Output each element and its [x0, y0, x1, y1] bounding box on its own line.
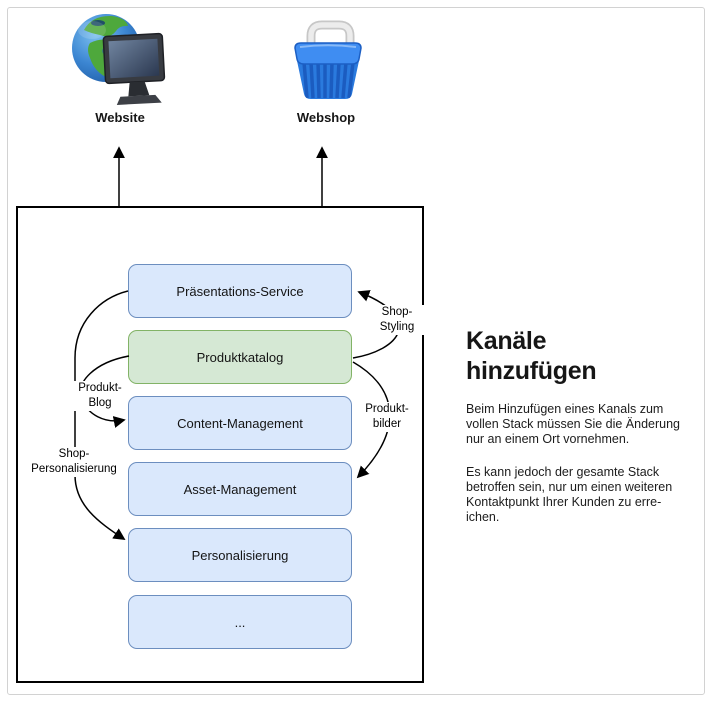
monitor-icon	[102, 32, 166, 105]
stack-box-ellipsis: ...	[128, 595, 352, 649]
panel-paragraph-1: Beim Hinzufügen eines Kanals zum vollen …	[466, 402, 681, 446]
shop-styling-label: Shop- Styling	[370, 305, 424, 335]
basket-body	[294, 42, 362, 99]
webshop-label: Webshop	[296, 110, 356, 125]
website-label: Website	[95, 110, 145, 125]
globe-monitor-icon	[72, 14, 166, 105]
shopping-basket-icon	[294, 20, 362, 99]
panel-paragraph-2: Es kann jedoch der gesamte Stack betroff…	[466, 465, 673, 524]
stack-box-asset-management: Asset-Management	[128, 462, 352, 516]
page-frame	[7, 7, 705, 695]
stack-box-produktkatalog: Produktkatalog	[128, 330, 352, 384]
produkt-bilder-label: Produkt- bilder	[358, 402, 416, 432]
stack-box-praesentations-service: Präsentations-Service	[128, 264, 352, 318]
stack-box-personalisierung: Personalisierung	[128, 528, 352, 582]
shop-personalisierung-label: Shop- Personalisierung	[28, 447, 120, 477]
produkt-blog-label: Produkt- Blog	[72, 381, 128, 411]
page-title: Kanäle hinzufügen	[466, 327, 597, 385]
basket-handle	[306, 20, 355, 66]
stack-box-content-management: Content-Management	[128, 396, 352, 450]
